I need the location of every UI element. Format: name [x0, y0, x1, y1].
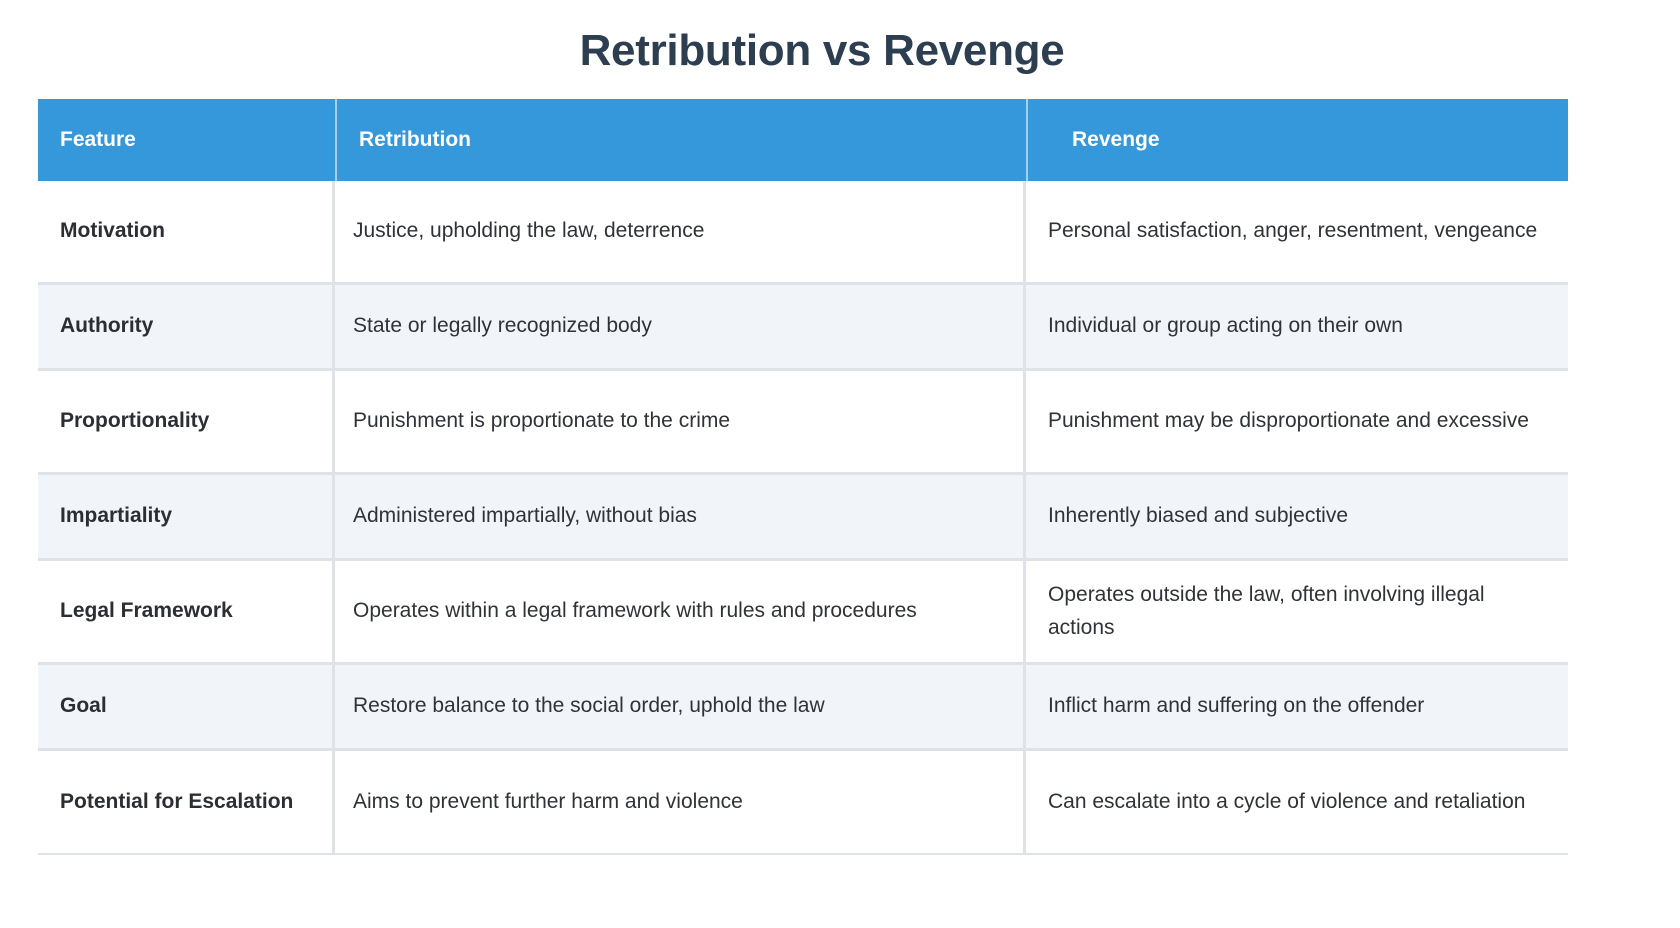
cell-retribution: Punishment is proportionate to the crime	[335, 370, 1026, 475]
column-header-revenge[interactable]: Revenge	[1026, 98, 1568, 181]
cell-retribution: Justice, upholding the law, deterrence	[335, 180, 1026, 285]
cell-retribution: State or legally recognized body	[335, 284, 1026, 371]
table-header-row: Feature Retribution Revenge	[38, 98, 1568, 181]
column-header-retribution[interactable]: Retribution	[335, 98, 1026, 181]
cell-feature: Goal	[38, 664, 335, 751]
cell-feature: Authority	[38, 284, 335, 371]
cell-revenge: Individual or group acting on their own	[1026, 284, 1568, 371]
cell-retribution: Restore balance to the social order, uph…	[335, 664, 1026, 751]
cell-feature: Potential for Escalation	[38, 750, 335, 855]
cell-retribution: Aims to prevent further harm and violenc…	[335, 750, 1026, 855]
cell-revenge: Punishment may be disproportionate and e…	[1026, 370, 1568, 475]
cell-retribution: Administered impartially, without bias	[335, 474, 1026, 561]
cell-revenge: Inherently biased and subjective	[1026, 474, 1568, 561]
cell-feature: Impartiality	[38, 474, 335, 561]
cell-feature: Motivation	[38, 180, 335, 285]
column-header-feature[interactable]: Feature	[38, 98, 335, 181]
page-title: Retribution vs Revenge	[579, 26, 1065, 75]
cell-revenge: Operates outside the law, often involvin…	[1026, 560, 1568, 665]
cell-revenge: Inflict harm and suffering on the offend…	[1026, 664, 1568, 751]
cell-revenge: Can escalate into a cycle of violence an…	[1026, 750, 1568, 855]
cell-revenge: Personal satisfaction, anger, resentment…	[1026, 180, 1568, 285]
table-header: Feature Retribution Revenge	[38, 98, 1568, 181]
cell-feature: Legal Framework	[38, 560, 335, 665]
cell-feature: Proportionality	[38, 370, 335, 475]
cell-retribution: Operates within a legal framework with r…	[335, 560, 1026, 665]
